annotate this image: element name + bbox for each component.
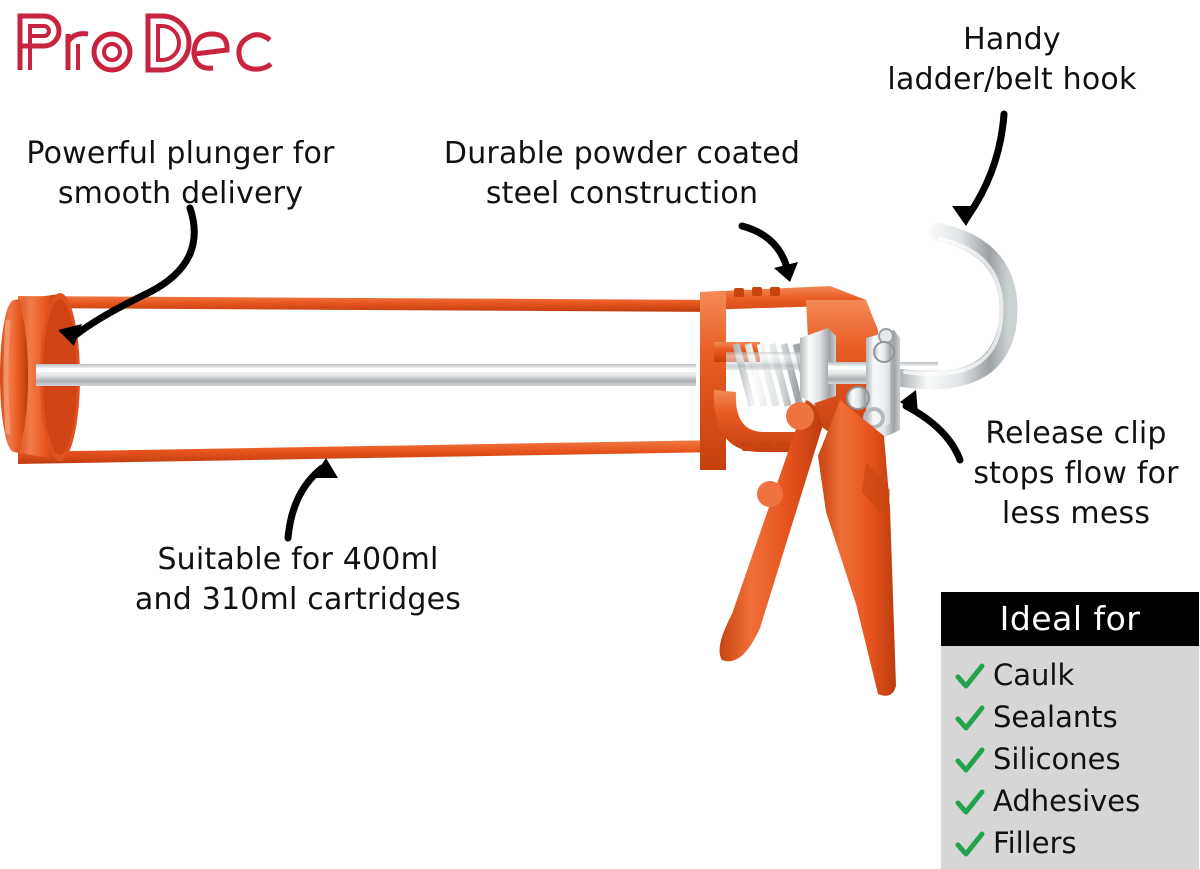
annotation-cartridge: Suitable for 400ml and 310ml cartridges: [134, 542, 462, 617]
ideal-for-item-label: Fillers: [993, 826, 1077, 860]
check-icon: [955, 704, 985, 734]
ideal-for-item-label: Adhesives: [993, 784, 1141, 818]
ideal-for-panel: Ideal for Caulk Sealants Silicones: [941, 592, 1199, 869]
check-icon: [955, 746, 985, 776]
spring-core: [726, 352, 822, 370]
spring-washer: [800, 328, 836, 404]
trigger: [719, 400, 822, 662]
list-item: Adhesives: [941, 782, 1199, 824]
pivot-hardware: [846, 341, 895, 410]
ideal-for-title: Ideal for: [941, 592, 1199, 646]
annotation-hook: Handy ladder/belt hook: [887, 22, 1137, 97]
list-item: Fillers: [941, 824, 1199, 866]
barrel-frame-upper: [18, 296, 722, 312]
list-item: Caulk: [941, 656, 1199, 698]
ideal-for-item-label: Silicones: [993, 742, 1121, 776]
prodec-logo: [8, 4, 288, 76]
barrel-frame-lower: [18, 440, 722, 464]
ideal-for-list: Caulk Sealants Silicones Adhesives: [941, 646, 1199, 869]
list-item: Silicones: [941, 740, 1199, 782]
check-icon: [955, 662, 985, 692]
spring: [732, 343, 816, 407]
annotation-durable: Durable powder coated steel construction: [443, 136, 801, 211]
annotation-release: Release clip stops flow for less mess: [973, 416, 1179, 531]
list-item: Sealants: [941, 698, 1199, 740]
ideal-for-item-label: Sealants: [993, 700, 1118, 734]
check-icon: [955, 830, 985, 860]
ladder-hook-highlight: [903, 237, 1004, 377]
ladder-hook: [893, 223, 1018, 390]
handle: [818, 400, 896, 696]
plunger-rod: [36, 364, 696, 386]
check-icon: [955, 788, 985, 818]
annotation-plunger: Powerful plunger for smooth delivery: [26, 136, 335, 211]
ideal-for-item-label: Caulk: [993, 658, 1075, 692]
